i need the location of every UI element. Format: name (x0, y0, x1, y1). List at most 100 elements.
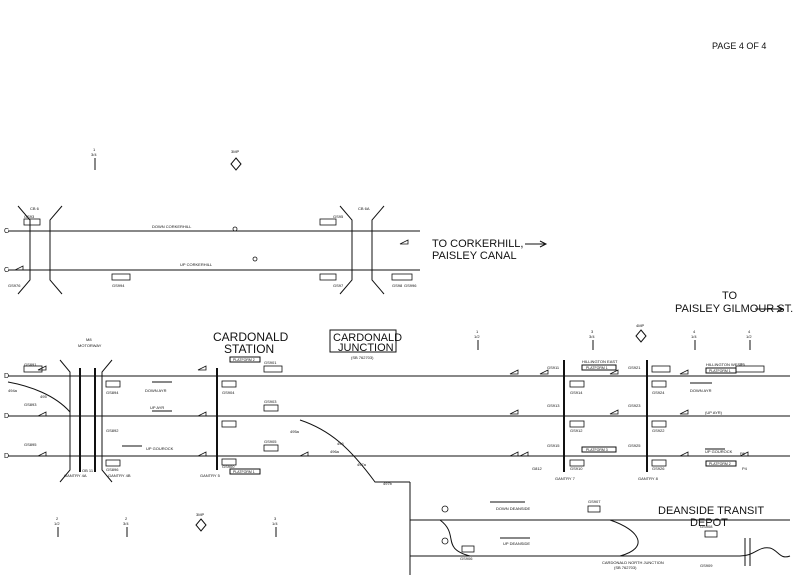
signal-label: GS924 (652, 390, 665, 395)
platform-1-station (229, 468, 261, 475)
line-down-deanside: DOWN DEANSIDE (496, 506, 531, 511)
dest-gilmour-1: TO (722, 290, 738, 302)
qtr-label: 1/2 (54, 521, 60, 526)
signal-label: GS926 (652, 466, 665, 471)
platform-label: PLATFORM 2 (233, 358, 255, 362)
platform-1-east (581, 364, 617, 371)
p-label: P5 (740, 362, 746, 367)
signal-label: GS903 (264, 399, 277, 404)
qtr-label: 1 (476, 329, 479, 334)
line-down-ayr-2: DOWN AYR (690, 388, 712, 393)
signal-label: GS923 (628, 403, 641, 408)
axle-counter (197, 365, 207, 371)
motorway-bracket-left (59, 359, 71, 483)
qtr-label: 4 (748, 329, 751, 334)
axle-counter (609, 369, 619, 375)
axle-counter (679, 451, 689, 457)
signal-label: GS908 (700, 524, 713, 529)
platform-2-east (581, 446, 617, 453)
signal-label: GS891 (24, 362, 37, 367)
signal-label: GS900 (222, 464, 235, 469)
ob-label: OB 11 (82, 468, 94, 473)
hillington-east: HILLINGTON EAST (582, 359, 618, 364)
qtr-label: 1/4 (691, 334, 697, 339)
axle-counter (509, 369, 519, 375)
mp-label: 3MP (231, 149, 240, 154)
signal-label: GS922 (652, 428, 665, 433)
cardonald-station-2: STATION (224, 342, 274, 356)
axle-counter (539, 369, 549, 375)
qtr-label: 1/2 (474, 334, 480, 339)
axle-counter (37, 365, 47, 371)
signal-disc (232, 226, 238, 232)
km-label: 494a (8, 388, 18, 393)
km-label: 496a (330, 449, 340, 454)
platform-2-west (705, 460, 737, 467)
qtr-label: 1 (93, 147, 96, 152)
line-up-ayr-2: (UP AYR) (705, 410, 723, 415)
motorway-bracket-right (101, 359, 113, 483)
signal-head (111, 273, 131, 281)
signal-label: GS892 (106, 428, 119, 433)
deanside-1: DEANSIDE TRANSIT (658, 505, 764, 517)
platform-label: PLATFORM 1 (709, 369, 731, 373)
km-label: 497a (357, 462, 367, 467)
signal-label: GS911 (547, 365, 560, 370)
deanside-crossover-left (439, 519, 471, 557)
line-down-ayr-1: DOWN AYR (145, 388, 167, 393)
signal-head (569, 420, 585, 428)
arrow-to-gilmour-head (776, 305, 785, 313)
gantry-label: GANTRY 8 (638, 476, 659, 481)
line-code-d3: D (4, 453, 9, 460)
axle-counter (37, 411, 47, 417)
signal-label: GS906 (460, 556, 473, 561)
cb6a-bracket-left (339, 205, 353, 295)
signal-label: GS909 (700, 563, 713, 568)
cb-label: CB 6A (358, 206, 370, 211)
cb6-bracket-right (49, 205, 63, 295)
signal-label: GS915 (547, 443, 560, 448)
signal-head (221, 420, 237, 428)
qtr-label: 1/2 (746, 334, 752, 339)
milepost-diamond-bottom (195, 518, 207, 532)
signal-head (23, 218, 41, 226)
qtr-label: 3 (274, 516, 277, 521)
axle-counter (519, 451, 529, 457)
signal-head (263, 444, 279, 452)
km-label: 496 (337, 441, 344, 446)
g-label: G812 (532, 466, 543, 471)
gantry-label: GANTRY 7 (555, 476, 576, 481)
signal-head (587, 505, 601, 513)
milepost-diamond-top (230, 157, 242, 171)
signal-head (651, 420, 667, 428)
signal-label: GS895 (24, 442, 37, 447)
signal-head (569, 459, 585, 467)
p-label: P6 (740, 451, 746, 456)
dest-gilmour-2: PAISLEY GILMOUR ST. (675, 303, 793, 315)
signal-label: GS98 (392, 283, 403, 288)
signal-disc (441, 537, 449, 545)
axle-counter (197, 451, 207, 457)
branch-deanside (299, 419, 410, 483)
axle-counter (679, 369, 689, 375)
axle-counters (14, 239, 749, 457)
signal-label: GS913 (547, 403, 560, 408)
page-number: PAGE 4 OF 4 (712, 41, 766, 51)
dest-corkerhill-1: TO CORKERHILL, (432, 238, 524, 250)
signal-disc (441, 505, 449, 513)
platform-label: PLATFORM 3 (586, 448, 608, 452)
hillington-west: HILLINGTON WEST (706, 362, 743, 367)
deanside-2: DEPOT (690, 517, 728, 529)
signal-label: GS925 (628, 443, 641, 448)
line-up-deanside: UP DEANSIDE (503, 541, 530, 546)
cardonald-junction-1: CARDONALD (333, 332, 402, 344)
cardonald-north-jn-code: (SB 762703) (614, 565, 637, 570)
km-label: 495a (290, 429, 300, 434)
signal-label: GS994 (112, 283, 125, 288)
qtr-label: 3/4 (589, 334, 595, 339)
deanside-crossover-right (609, 519, 639, 557)
motorway-2: MOTORWAY (78, 343, 102, 348)
signal-head (221, 458, 237, 466)
dest-corkerhill-2: PAISLEY CANAL (432, 250, 517, 262)
